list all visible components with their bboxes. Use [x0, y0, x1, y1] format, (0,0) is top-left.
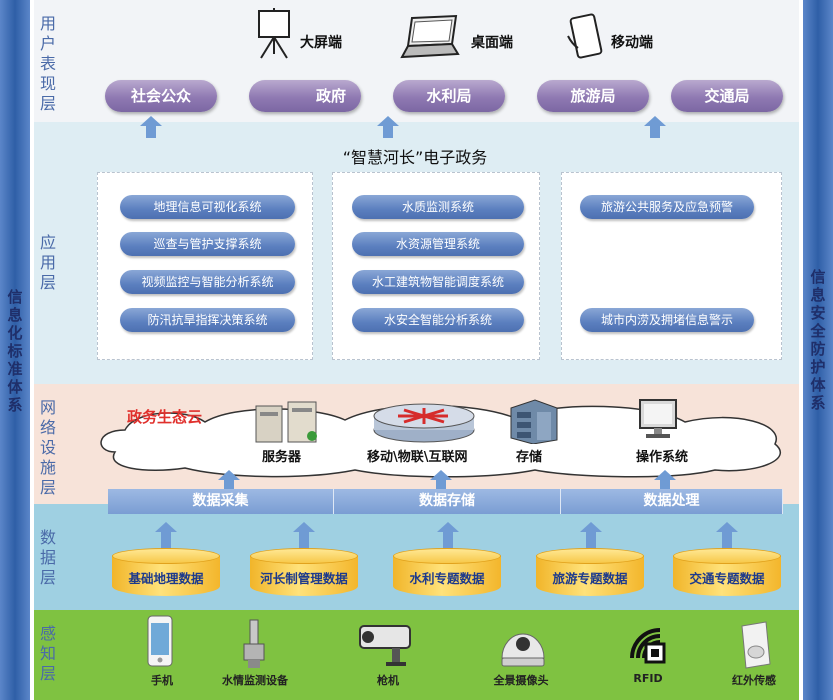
user-government-pill: 政府 [249, 80, 361, 112]
device-label-phone: 手机 [150, 672, 174, 688]
data-layer-label: 数据层 [34, 528, 62, 588]
terminal-label-mobile: 移动端 [611, 32, 653, 52]
cloud-title: 政务生态云 [127, 406, 202, 427]
database-label: 基础地理数据 [112, 568, 220, 587]
info-security-system-label: 信息安全防护体系 [803, 268, 833, 412]
app-system-urban-flood: 城市内涝及拥堵信息警示 [580, 308, 754, 332]
up-arrow [155, 522, 177, 550]
network-layer-label: 网络设施层 [34, 398, 62, 498]
mobile-icon [564, 12, 604, 62]
router-icon [368, 400, 480, 446]
sense-layer-label: 感知层 [34, 624, 62, 684]
bullet-camera-icon [356, 620, 420, 670]
app-system-tourism: 旅游公共服务及应急预警 [580, 195, 754, 219]
device-label-water-monitor: 水情监测设备 [218, 672, 292, 688]
data-collect-bar: 数据采集 [108, 489, 334, 514]
device-label-dome-camera: 全景摄像头 [489, 672, 553, 688]
laptop-icon [398, 14, 462, 60]
user-tourism-bureau-pill: 旅游局 [537, 80, 649, 112]
user-layer-label: 用户表现层 [34, 14, 62, 114]
up-arrow [644, 116, 666, 138]
infrared-sensor-icon [738, 620, 774, 670]
app-system-gis: 地理信息可视化系统 [120, 195, 295, 219]
presentation-board-icon [253, 8, 295, 60]
database-cylinder: 水利专题数据 [393, 548, 501, 600]
data-process-bar: 数据处理 [561, 489, 783, 514]
up-arrow [580, 522, 602, 550]
database-label: 河长制管理数据 [250, 568, 358, 587]
infra-storage-label: 存储 [516, 446, 542, 465]
app-system-hydraulic: 水工建筑物智能调度系统 [352, 270, 524, 294]
up-arrow [140, 116, 162, 138]
database-cylinder: 河长制管理数据 [250, 548, 358, 600]
device-label-rfid: RFID [630, 672, 666, 685]
database-cylinder: 交通专题数据 [673, 548, 781, 600]
database-cylinder: 基础地理数据 [112, 548, 220, 600]
infra-os-label: 操作系统 [636, 446, 688, 465]
monitor-icon [636, 398, 680, 442]
data-store-bar: 数据存储 [334, 489, 561, 514]
up-arrow [716, 522, 738, 550]
water-monitor-icon [238, 618, 268, 670]
app-system-patrol: 巡查与管护支撑系统 [120, 232, 295, 256]
database-cylinder: 旅游专题数据 [536, 548, 644, 600]
app-layer-label: 应用层 [34, 233, 62, 293]
phone-icon [146, 614, 174, 670]
up-arrow [437, 522, 459, 550]
user-transport-bureau-pill: 交通局 [671, 80, 783, 112]
database-label: 旅游专题数据 [536, 568, 644, 587]
terminal-label-desktop: 桌面端 [471, 32, 513, 52]
app-system-water-resource: 水资源管理系统 [352, 232, 524, 256]
infra-server-label: 服务器 [262, 446, 301, 465]
app-title: “智慧河长”电子政务 [290, 144, 540, 168]
rfid-icon [624, 622, 668, 666]
database-label: 水利专题数据 [393, 568, 501, 587]
app-system-water-safety: 水安全智能分析系统 [352, 308, 524, 332]
up-arrow [377, 116, 399, 138]
database-label: 交通专题数据 [673, 568, 781, 587]
device-label-bullet-camera: 枪机 [376, 672, 400, 688]
infra-network-label: 移动\物联\互联网 [367, 446, 468, 465]
server-icon [250, 398, 330, 444]
device-label-infrared: 红外传感 [726, 672, 782, 688]
dome-camera-icon [496, 618, 550, 670]
storage-icon [505, 398, 561, 444]
user-water-bureau-pill: 水利局 [393, 80, 505, 112]
terminal-label-bigscreen: 大屏端 [300, 32, 342, 52]
up-arrow [293, 522, 315, 550]
app-system-flood: 防汛抗旱指挥决策系统 [120, 308, 295, 332]
user-public-pill: 社会公众 [105, 80, 217, 112]
app-system-video: 视频监控与智能分析系统 [120, 270, 295, 294]
info-standard-system-label: 信息化标准体系 [0, 288, 30, 414]
app-system-water-quality: 水质监测系统 [352, 195, 524, 219]
